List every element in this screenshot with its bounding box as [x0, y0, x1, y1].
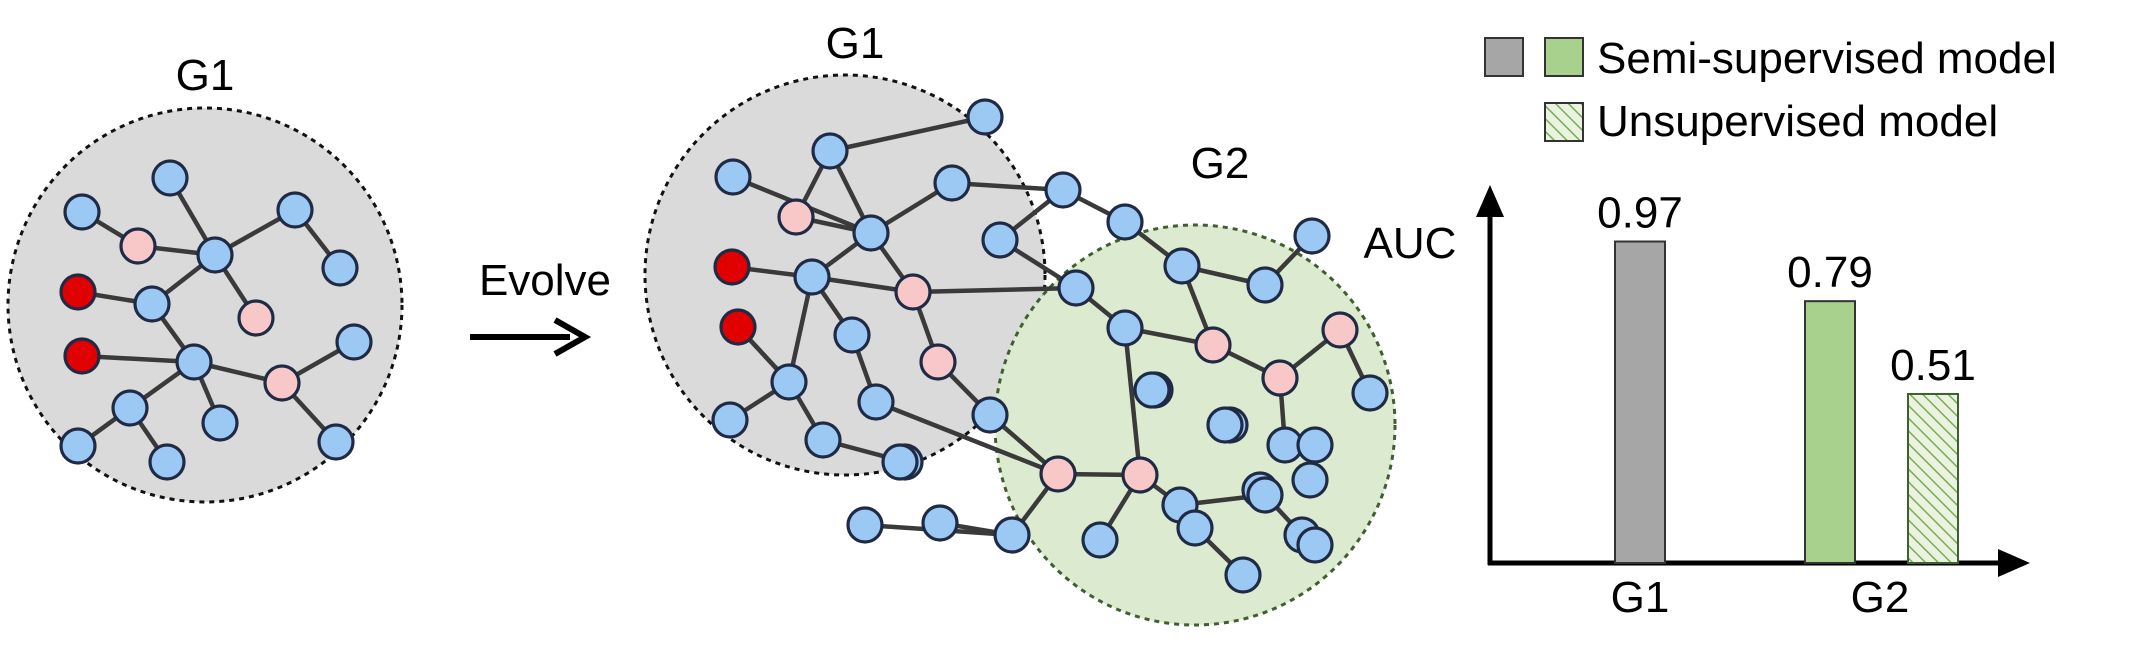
- left-anomaly-node: [63, 337, 101, 375]
- left-normal-node: [276, 191, 314, 229]
- y-axis-label: AUC: [1364, 219, 1457, 268]
- left-pink-node: [237, 299, 275, 337]
- right-normal-node: [833, 316, 871, 354]
- left-normal-node: [196, 236, 234, 274]
- right-normal-node: [1106, 203, 1144, 241]
- right-normal-node: [1296, 426, 1334, 464]
- left-normal-node: [335, 323, 373, 361]
- right-normal-node: [1246, 476, 1284, 514]
- left-normal-node: [321, 249, 359, 287]
- left-normal-node: [133, 285, 171, 323]
- right-normal-node: [933, 164, 971, 202]
- y-axis-arrowhead: [1476, 185, 1504, 217]
- left-graph-network: [59, 159, 373, 481]
- left-normal-node: [201, 404, 239, 442]
- right-normal-node: [1081, 521, 1119, 559]
- auc-bar-chart: AUC 0.97 0.79 0.51 G1 G2: [1364, 185, 2030, 622]
- right-anomaly-node: [713, 248, 751, 286]
- bar-value-label: 0.79: [1787, 248, 1873, 297]
- right-graph: G1 G2: [643, 19, 1397, 627]
- right-normal-node: [852, 214, 890, 252]
- bar-value-label: 0.97: [1597, 189, 1683, 238]
- left-normal-node: [317, 423, 355, 461]
- left-normal-node: [151, 159, 189, 197]
- bar-value-label: 0.51: [1890, 341, 1976, 390]
- x-tick-labels: G1 G2: [1611, 573, 1910, 622]
- right-normal-node: [1351, 374, 1389, 412]
- right-normal-node: [881, 443, 919, 481]
- right-normal-node: [921, 504, 959, 542]
- left-normal-node: [111, 389, 149, 427]
- right-g2-title: G2: [1191, 139, 1250, 188]
- right-pink-node: [1121, 456, 1159, 494]
- x-tick-g2: G2: [1851, 573, 1910, 622]
- right-normal-node: [1057, 269, 1095, 307]
- left-graph-g1: G1: [6, 51, 404, 504]
- right-pink-node: [1261, 359, 1299, 397]
- right-normal-node: [1176, 509, 1214, 547]
- right-normal-node: [714, 158, 752, 196]
- right-pink-node: [1194, 326, 1232, 364]
- evolve-arrow: Evolve: [470, 256, 611, 357]
- left-g1-title: G1: [176, 51, 235, 100]
- right-normal-node: [981, 221, 1019, 259]
- left-edge: [79, 353, 197, 365]
- left-pink-node: [119, 227, 157, 265]
- legend: Semi-supervised model Unsupervised model: [1484, 34, 2057, 146]
- right-edge: [827, 114, 988, 154]
- legend-label-semi: Semi-supervised model: [1597, 34, 2057, 83]
- bar-g1-semi-supervised: [1614, 240, 1666, 564]
- left-normal-node: [175, 343, 213, 381]
- legend-swatch-gray: [1484, 37, 1524, 77]
- right-normal-node: [793, 258, 831, 296]
- right-normal-node: [811, 132, 849, 170]
- right-pink-node: [894, 273, 932, 311]
- right-pink-node: [919, 343, 957, 381]
- evolve-arrow-head: [553, 317, 592, 357]
- right-g2-region: [993, 223, 1397, 627]
- left-normal-node: [63, 193, 101, 231]
- legend-label-unsup: Unsupervised model: [1597, 97, 1998, 146]
- right-edge: [910, 285, 1079, 295]
- right-normal-node: [993, 516, 1031, 554]
- right-normal-node: [1224, 556, 1262, 594]
- left-normal-node: [59, 427, 97, 465]
- right-pink-node: [777, 198, 815, 236]
- right-edge: [1122, 325, 1143, 478]
- right-normal-node: [1246, 266, 1284, 304]
- right-normal-node: [1293, 217, 1331, 255]
- left-normal-node: [148, 443, 186, 481]
- right-normal-node: [1163, 247, 1201, 285]
- right-normal-node: [1044, 171, 1082, 209]
- right-anomaly-node: [719, 308, 757, 346]
- right-pink-node: [1039, 455, 1077, 493]
- x-tick-g1: G1: [1611, 573, 1670, 622]
- evolve-label: Evolve: [479, 256, 611, 305]
- right-normal-node: [1291, 461, 1329, 499]
- right-graph-network: [711, 98, 1389, 594]
- right-normal-node: [1206, 406, 1244, 444]
- left-pink-node: [263, 364, 301, 402]
- right-normal-node: [971, 396, 1009, 434]
- bar-g2-unsupervised: [1907, 392, 1959, 564]
- right-normal-node: [857, 383, 895, 421]
- right-pink-node: [1321, 311, 1359, 349]
- right-normal-node: [1296, 526, 1334, 564]
- legend-swatch-unsup: [1544, 102, 1584, 142]
- bar-g2-semi-supervised: [1804, 300, 1856, 564]
- right-normal-node: [846, 506, 884, 544]
- bars-group: 0.97 0.79 0.51: [1597, 189, 1976, 564]
- right-normal-node: [1133, 371, 1171, 409]
- left-anomaly-node: [59, 273, 97, 311]
- right-normal-node: [711, 401, 749, 439]
- right-normal-node: [1106, 309, 1144, 347]
- right-normal-node: [804, 421, 842, 459]
- legend-swatch-semi: [1544, 37, 1584, 77]
- right-normal-node: [770, 363, 808, 401]
- right-g1-title: G1: [826, 19, 885, 68]
- right-edge: [873, 399, 1061, 477]
- right-normal-node: [966, 98, 1004, 136]
- x-axis-arrowhead: [1998, 549, 2030, 577]
